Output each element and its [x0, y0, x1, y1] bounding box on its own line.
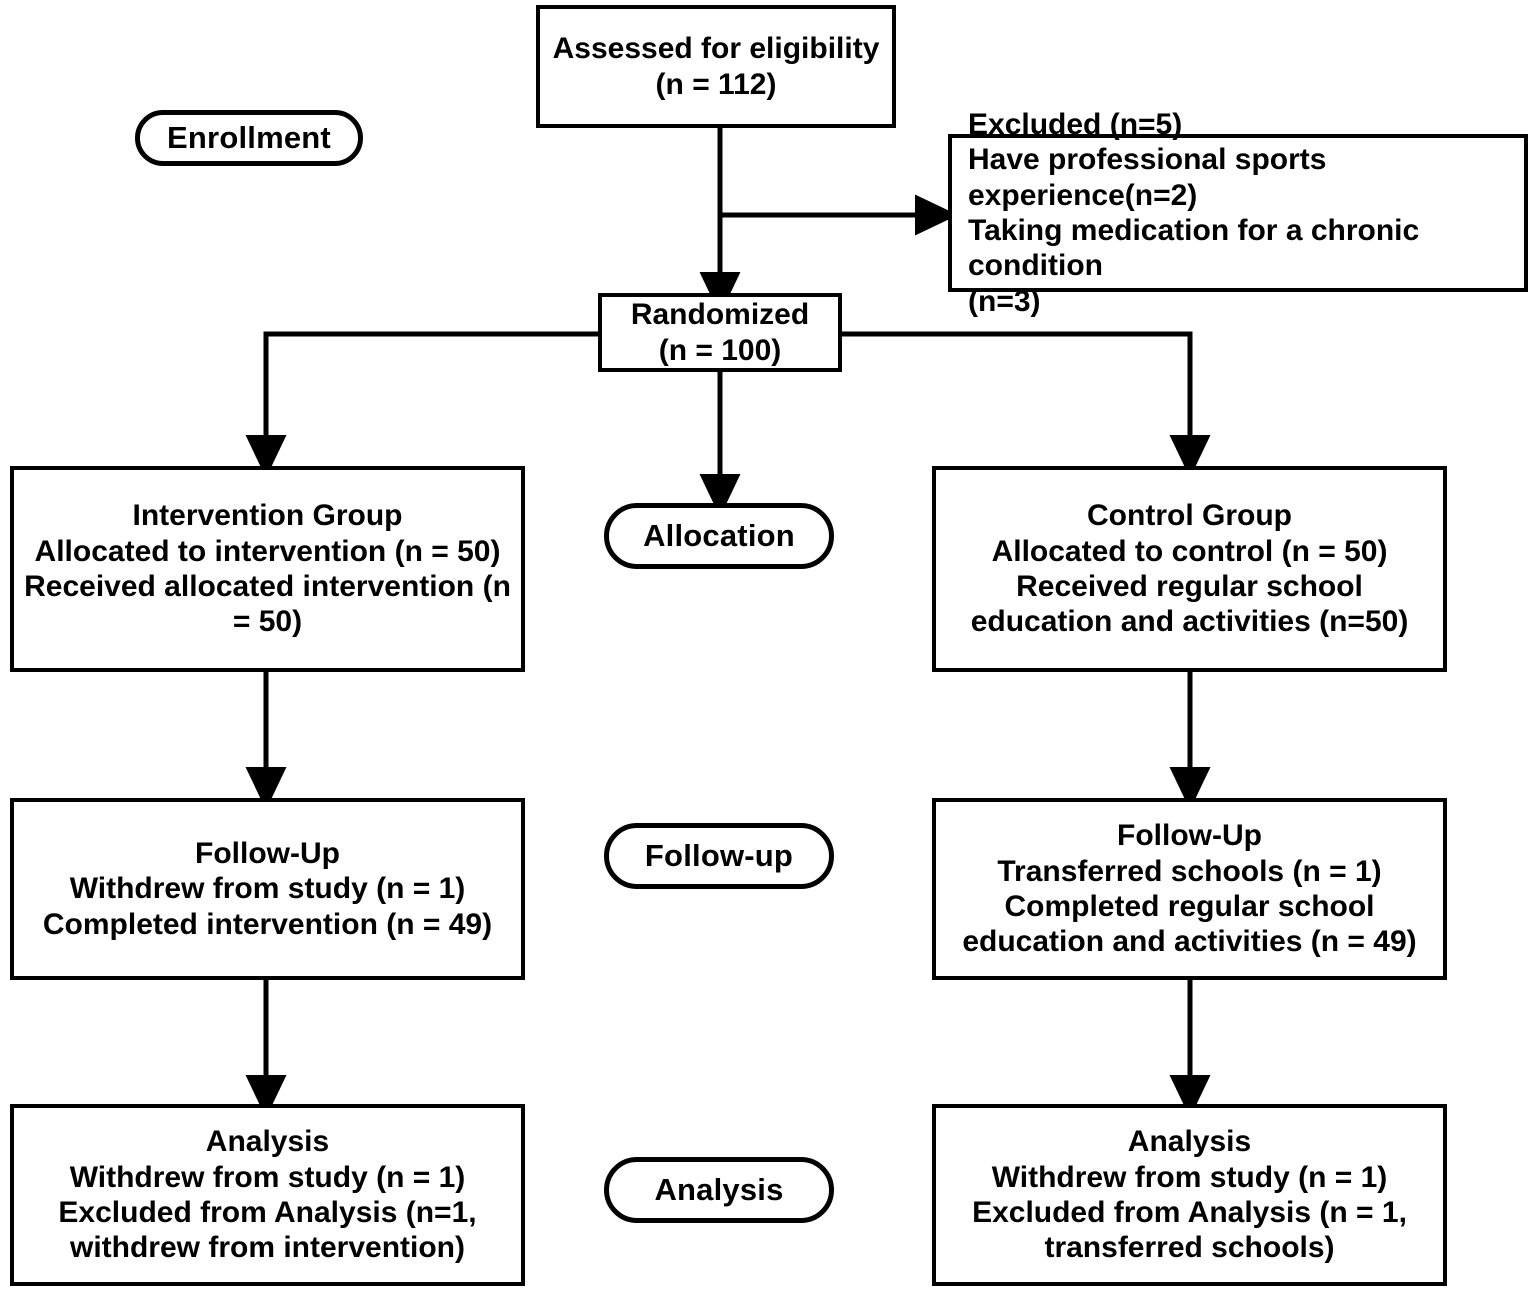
stage-label-enrollment-text: Enrollment	[167, 119, 331, 155]
node-control-followup: Follow-Up Transferred schools (n = 1) Co…	[932, 798, 1447, 980]
stage-label-allocation: Allocation	[604, 503, 834, 569]
edge-randomized-to-control	[842, 331, 1211, 479]
node-intervention-analysis: Analysis Withdrew from study (n = 1) Exc…	[10, 1104, 525, 1286]
node-excluded-text: Excluded (n=5) Have professional sports …	[968, 107, 1420, 318]
stage-label-followup-text: Follow-up	[644, 837, 794, 873]
stage-label-analysis: Analysis	[604, 1157, 834, 1223]
stage-label-allocation-text: Allocation	[643, 517, 795, 553]
node-control-allocation: Control Group Allocated to control (n = …	[932, 466, 1447, 672]
edge-randomized-to-intervention	[245, 331, 598, 479]
node-intervention-followup: Follow-Up Withdrew from study (n = 1) Co…	[10, 798, 525, 980]
node-control-followup-text: Follow-Up Transferred schools (n = 1) Co…	[962, 819, 1417, 959]
node-assessed-for-eligibility-text: Assessed for eligibility (n = 112)	[552, 32, 880, 101]
node-assessed-for-eligibility: Assessed for eligibility (n = 112)	[536, 5, 896, 128]
stage-label-analysis-text: Analysis	[654, 1171, 784, 1207]
node-intervention-analysis-text: Analysis Withdrew from study (n = 1) Exc…	[58, 1125, 477, 1265]
node-control-analysis-text: Analysis Withdrew from study (n = 1) Exc…	[972, 1125, 1407, 1265]
node-control-analysis: Analysis Withdrew from study (n = 1) Exc…	[932, 1104, 1447, 1286]
node-excluded: Excluded (n=5) Have professional sports …	[948, 108, 1528, 318]
stage-label-followup: Follow-up	[604, 823, 834, 889]
node-control-allocation-text: Control Group Allocated to control (n = …	[970, 499, 1409, 639]
node-randomized: Randomized (n = 100)	[598, 293, 842, 372]
stage-label-enrollment: Enrollment	[135, 110, 363, 166]
node-randomized-text: Randomized (n = 100)	[630, 298, 810, 367]
node-intervention-followup-text: Follow-Up Withdrew from study (n = 1) Co…	[42, 836, 493, 941]
node-intervention-allocation-text: Intervention Group Allocated to interven…	[24, 499, 511, 639]
node-intervention-allocation: Intervention Group Allocated to interven…	[10, 466, 525, 672]
